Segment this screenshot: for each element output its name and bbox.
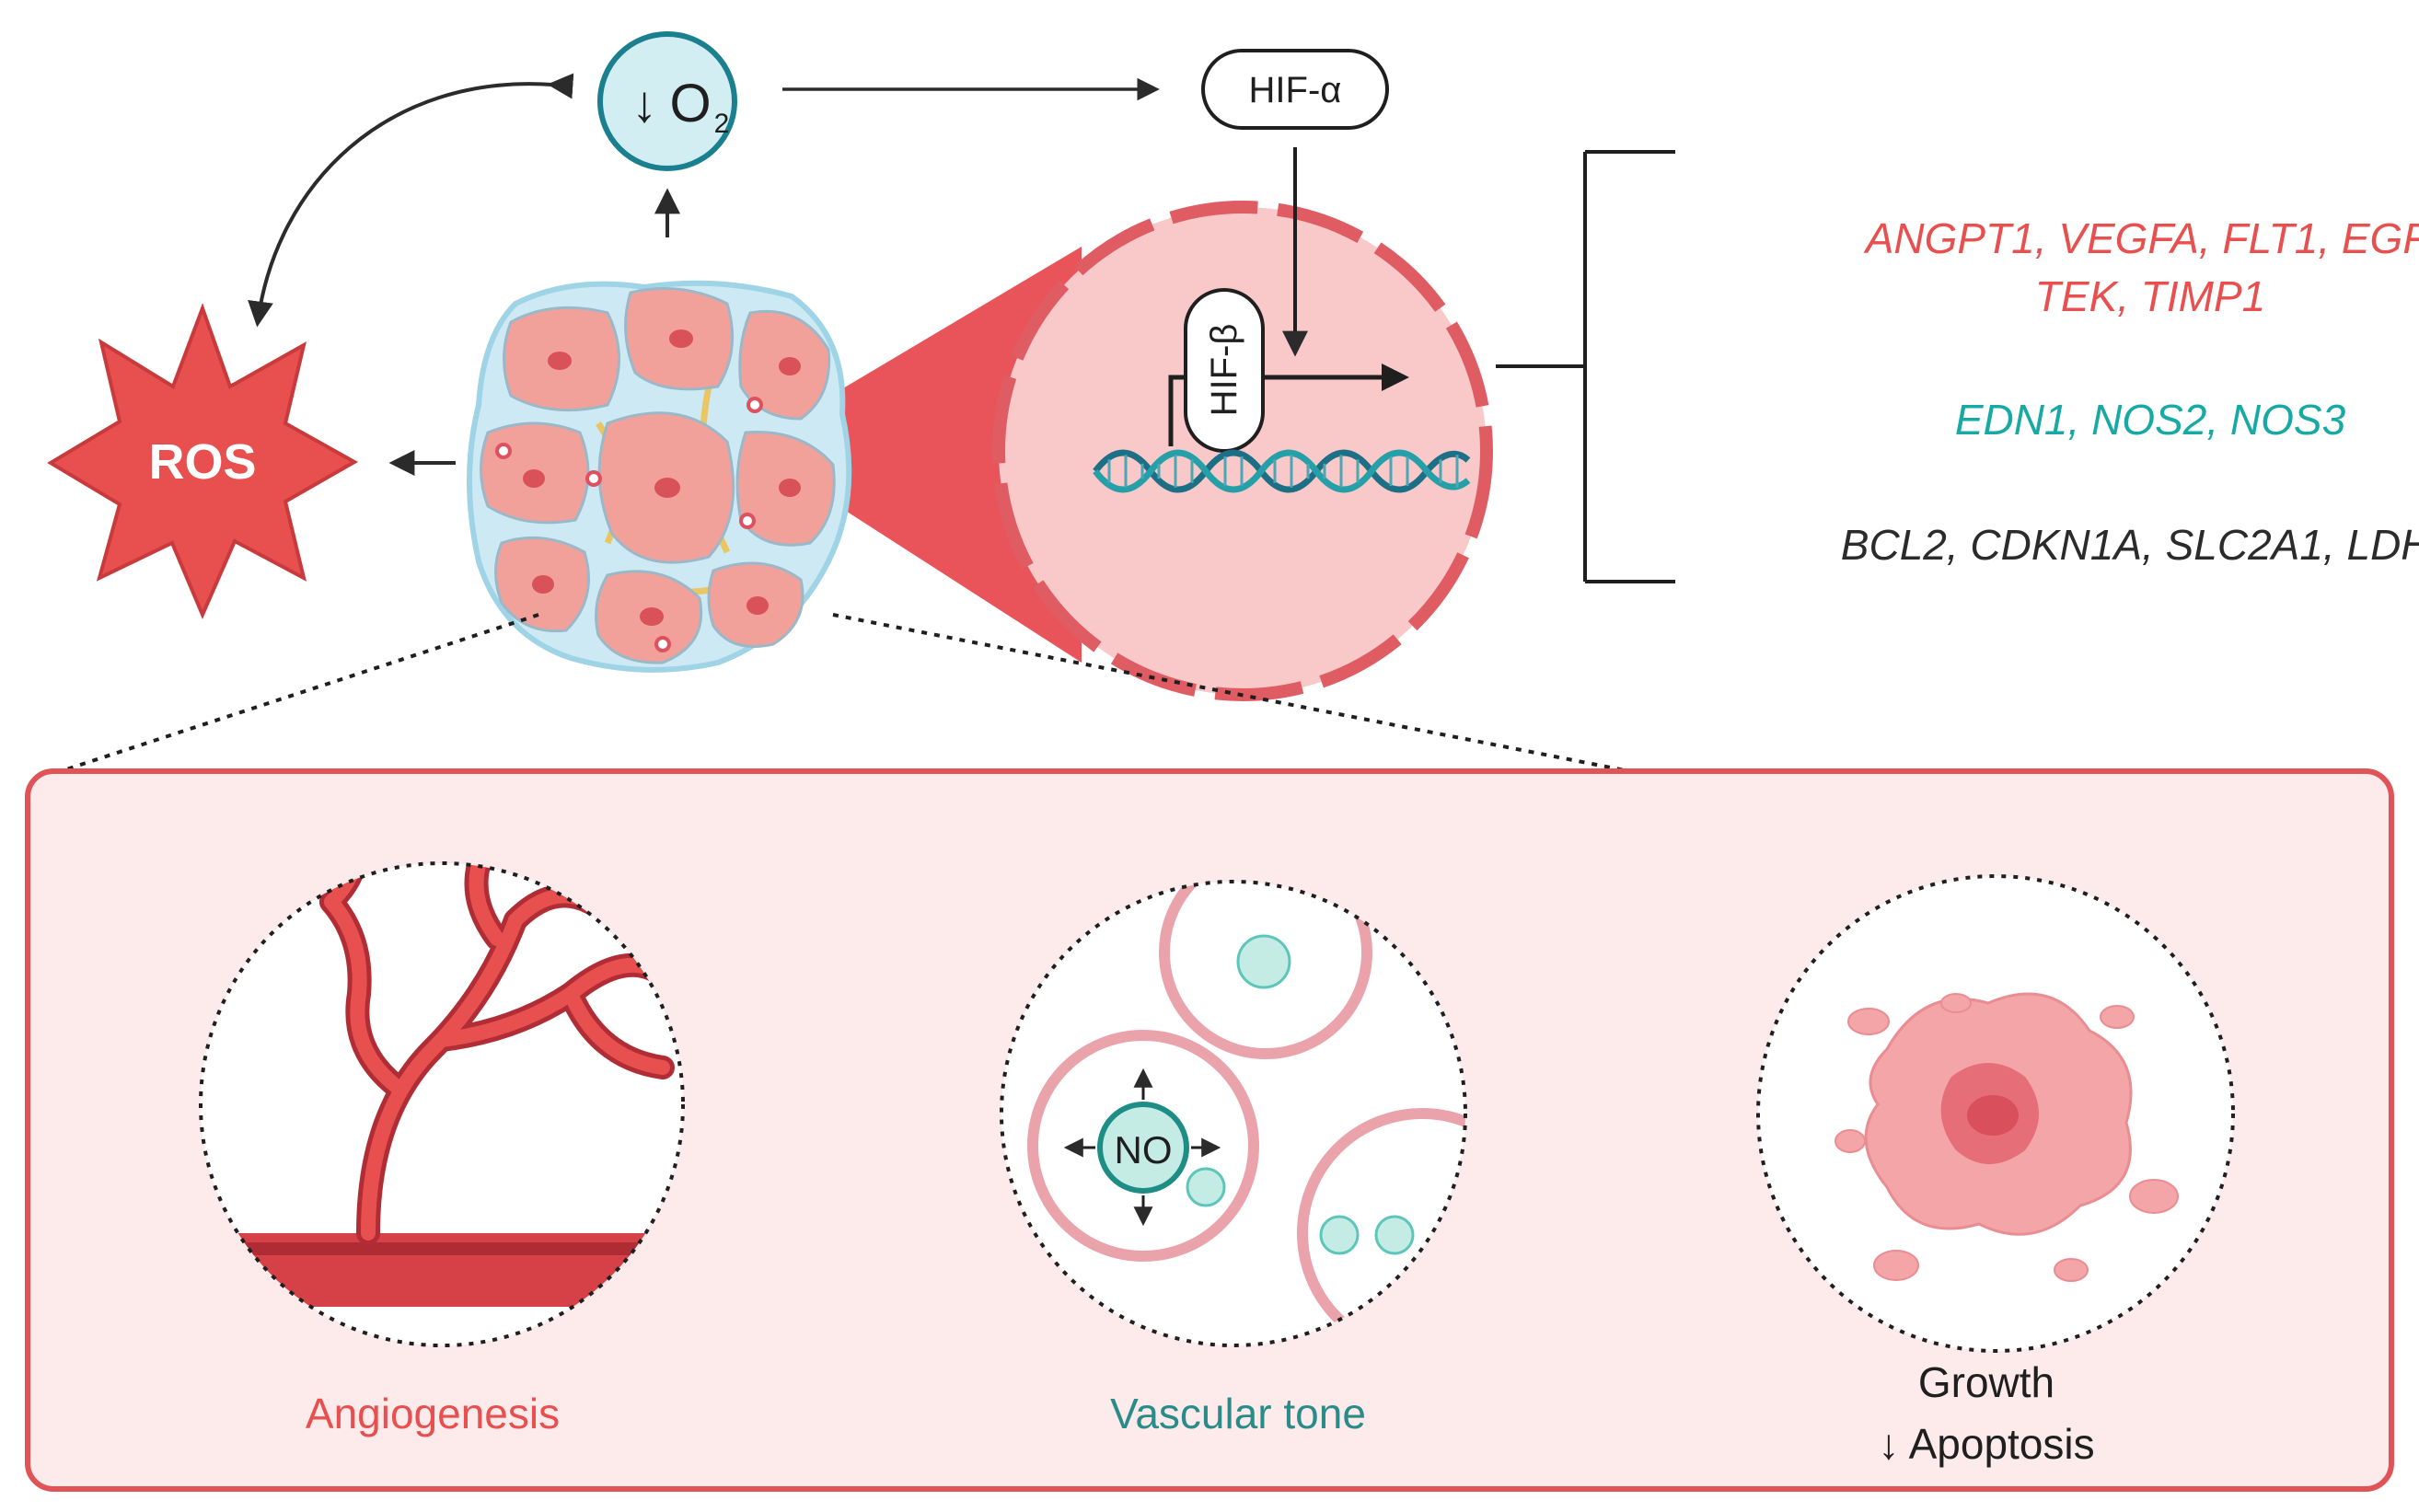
hif-beta-label: HIF-β — [1204, 324, 1244, 417]
gene-group-growth: BCL2, CDKN1A, SLC2A1, LDHA — [1841, 521, 2419, 569]
no-label: NO — [1115, 1128, 1173, 1172]
hif-beta-pill — [1184, 288, 1265, 453]
gene-bracket — [1496, 150, 1675, 583]
dna-helix-icon — [1093, 449, 1471, 493]
growth-panel: Growth ↓ Apoptosis — [1756, 874, 2235, 1468]
hif-alpha-node: HIF-α — [1201, 49, 1389, 130]
vascular-tone-label: Vascular tone — [1110, 1390, 1366, 1437]
apoptosis-label: ↓ Apoptosis — [1878, 1420, 2094, 1468]
gene-group-vascular: EDN1, NOS2, NOS3 — [1955, 396, 2346, 444]
ros-burst: ROS — [47, 303, 359, 620]
o2-down-arrow: ↓ — [631, 75, 657, 133]
gene-group-angiogenic-line1: ANGPT1, VEGFA, FLT1, EGF, — [1863, 214, 2419, 262]
growth-label: Growth — [1918, 1358, 2054, 1406]
o2-symbol: O — [669, 74, 711, 133]
angiogenesis-label: Angiogenesis — [306, 1390, 560, 1437]
tumor-cell-cluster — [467, 280, 852, 673]
angiogenesis-panel: Angiogenesis — [199, 861, 685, 1437]
zoom-wedge — [746, 247, 1082, 663]
oxygen-node: ↓ O 2 — [597, 31, 737, 171]
ros-label: ROS — [148, 434, 256, 490]
transcription-arrow — [1168, 364, 1409, 446]
gene-group-angiogenic-line2: TEK, TIMP1 — [2035, 272, 2265, 320]
o2-ros-double-arrow — [248, 73, 574, 328]
cell-cluster-icon — [1835, 992, 2179, 1282]
vascular-tone-panel: NO Vascular tone — [1000, 880, 1467, 1437]
pathway-arrows — [248, 73, 1160, 476]
o2-subscript: 2 — [714, 109, 730, 139]
vessel-cross-section-icon: NO — [1027, 882, 1465, 1345]
gene-lists: ANGPT1, VEGFA, FLT1, EGF, TEK, TIMP1 EDN… — [1841, 214, 2419, 569]
nucleus-zoom: HIF-β — [992, 147, 1493, 701]
hif-alpha-label: HIF-α — [1249, 70, 1342, 110]
